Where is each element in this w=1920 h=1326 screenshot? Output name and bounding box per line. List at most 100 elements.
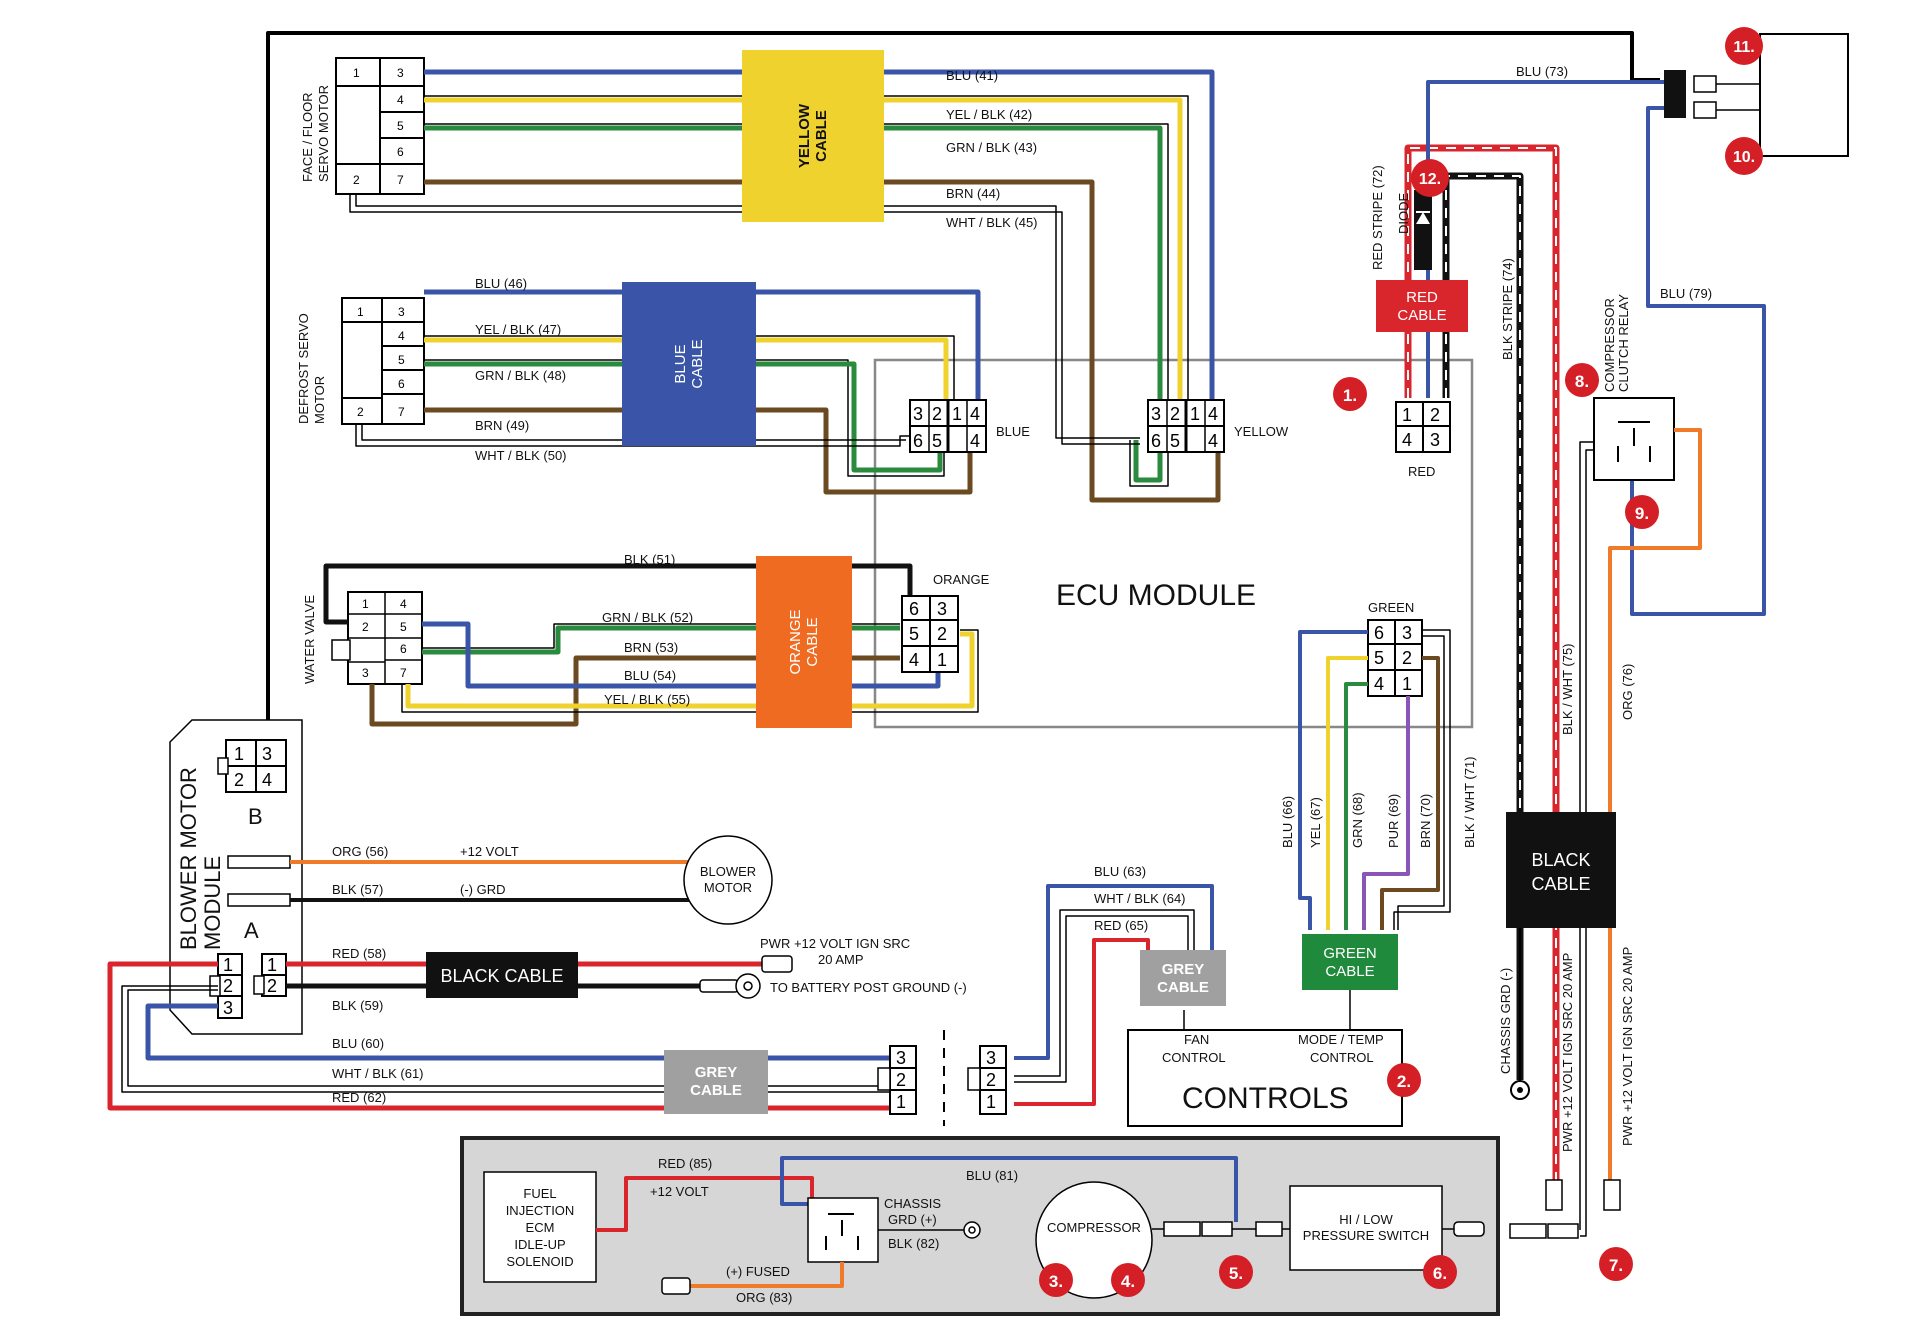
svg-text:RED: RED bbox=[1406, 289, 1438, 306]
svg-text:5: 5 bbox=[400, 620, 407, 634]
wire-wht-blk-61 bbox=[127, 989, 890, 1087]
face-floor-servo-motor: 1 3 4 5 6 2 7 FACE / FLOOR SERVO MOTOR bbox=[300, 57, 425, 195]
callout-11: 11. bbox=[1725, 27, 1763, 65]
svg-text:CONTROL: CONTROL bbox=[1310, 1050, 1374, 1065]
svg-text:DIODE: DIODE bbox=[1396, 193, 1411, 235]
svg-text:2: 2 bbox=[896, 1070, 906, 1090]
svg-text:BLU (63): BLU (63) bbox=[1094, 864, 1146, 879]
svg-text:3: 3 bbox=[1151, 404, 1161, 424]
svg-text:PUR (69): PUR (69) bbox=[1386, 794, 1401, 848]
svg-text:ECM: ECM bbox=[526, 1220, 555, 1235]
svg-text:1: 1 bbox=[952, 404, 962, 424]
water-valve: 1 4 2 5 6 3 7 WATER VALVE bbox=[302, 591, 423, 685]
svg-text:BLUE: BLUE bbox=[996, 424, 1030, 439]
svg-text:5: 5 bbox=[1170, 431, 1180, 451]
black-cable bbox=[1506, 812, 1616, 928]
svg-text:YELLOW: YELLOW bbox=[796, 103, 813, 168]
svg-text:4: 4 bbox=[1208, 404, 1218, 424]
svg-text:PWR +12 VOLT IGN SRC: PWR +12 VOLT IGN SRC bbox=[760, 936, 910, 951]
callout-5: 5. bbox=[1219, 1255, 1253, 1289]
svg-text:2: 2 bbox=[267, 976, 277, 996]
svg-text:1: 1 bbox=[267, 955, 277, 975]
svg-text:6: 6 bbox=[1374, 623, 1384, 643]
controls-module bbox=[1127, 1029, 1403, 1127]
svg-text:2: 2 bbox=[937, 624, 947, 644]
svg-text:RED (58): RED (58) bbox=[332, 946, 386, 961]
svg-text:BLACK CABLE: BLACK CABLE bbox=[440, 966, 563, 986]
svg-text:CABLE: CABLE bbox=[813, 110, 830, 162]
svg-text:BLU (73): BLU (73) bbox=[1516, 64, 1568, 79]
svg-text:2: 2 bbox=[362, 620, 369, 634]
svg-text:GRN / BLK (52): GRN / BLK (52) bbox=[602, 610, 693, 625]
svg-text:SOLENOID: SOLENOID bbox=[506, 1254, 573, 1269]
red-connector: 1 4 2 3 bbox=[1395, 401, 1451, 453]
svg-text:(+) FUSED: (+) FUSED bbox=[726, 1264, 790, 1279]
wire-blu-60 bbox=[145, 1003, 890, 1061]
wire-pur-69 bbox=[1362, 696, 1410, 930]
svg-text:2: 2 bbox=[1430, 405, 1440, 425]
svg-text:CHASSIS: CHASSIS bbox=[884, 1196, 941, 1211]
grey-cable-fan bbox=[1140, 950, 1226, 1006]
wire-brn-70 bbox=[1380, 656, 1440, 930]
svg-text:ORG (76): ORG (76) bbox=[1620, 664, 1635, 720]
svg-text:1: 1 bbox=[357, 305, 364, 319]
wire-org-83 bbox=[688, 1262, 844, 1288]
svg-text:CABLE: CABLE bbox=[690, 1082, 742, 1099]
yellow-connector: 3 2 1 4 6 5 4 bbox=[1147, 399, 1225, 453]
svg-text:WATER VALVE: WATER VALVE bbox=[302, 595, 317, 684]
fuel-injection-ecm bbox=[483, 1171, 597, 1283]
blue-cable bbox=[622, 282, 756, 446]
svg-text:IDLE-UP: IDLE-UP bbox=[514, 1237, 565, 1252]
svg-text:BLU (54): BLU (54) bbox=[624, 668, 676, 683]
svg-text:+12 VOLT: +12 VOLT bbox=[650, 1184, 709, 1199]
svg-text:7: 7 bbox=[397, 173, 404, 187]
svg-text:GRN / BLK (43): GRN / BLK (43) bbox=[946, 140, 1037, 155]
svg-text:GRN (68): GRN (68) bbox=[1350, 792, 1365, 848]
svg-text:4: 4 bbox=[909, 650, 919, 670]
svg-text:FACE / FLOOR: FACE / FLOOR bbox=[300, 92, 315, 182]
svg-text:BLU (60): BLU (60) bbox=[332, 1036, 384, 1051]
svg-text:4: 4 bbox=[970, 431, 980, 451]
wire-blu-54 bbox=[422, 621, 941, 689]
svg-text:2: 2 bbox=[986, 1070, 996, 1090]
svg-text:BLOWER MOTOR: BLOWER MOTOR bbox=[176, 767, 201, 950]
svg-text:9.: 9. bbox=[1635, 504, 1649, 523]
svg-text:8.: 8. bbox=[1575, 372, 1589, 391]
blower-motor bbox=[683, 835, 773, 925]
svg-text:7: 7 bbox=[398, 405, 405, 419]
svg-text:BLK (59): BLK (59) bbox=[332, 998, 383, 1013]
svg-text:BRN (44): BRN (44) bbox=[946, 186, 1000, 201]
grey-cable-blower bbox=[664, 1050, 768, 1114]
wire-blu-41 bbox=[424, 69, 1215, 430]
svg-text:6.: 6. bbox=[1433, 1264, 1447, 1283]
wire-yel-67 bbox=[1326, 656, 1368, 930]
svg-text:PRESSURE SWITCH: PRESSURE SWITCH bbox=[1303, 1228, 1429, 1243]
svg-text:ORG (83): ORG (83) bbox=[736, 1290, 792, 1305]
svg-text:YEL (67): YEL (67) bbox=[1308, 797, 1323, 848]
svg-text:MOTOR: MOTOR bbox=[312, 376, 327, 424]
svg-text:1: 1 bbox=[234, 744, 244, 764]
svg-text:WHT / BLK (45): WHT / BLK (45) bbox=[946, 215, 1038, 230]
callout-2: 2. bbox=[1387, 1063, 1421, 1097]
svg-text:CHASSIS GRD (-): CHASSIS GRD (-) bbox=[1498, 968, 1513, 1074]
svg-text:2.: 2. bbox=[1397, 1072, 1411, 1091]
svg-text:TO BATTERY POST GROUND (-): TO BATTERY POST GROUND (-) bbox=[770, 980, 967, 995]
svg-text:MODE / TEMP: MODE / TEMP bbox=[1298, 1032, 1384, 1047]
svg-text:PWR +12 VOLT IGN SRC 20 AMP: PWR +12 VOLT IGN SRC 20 AMP bbox=[1620, 947, 1635, 1146]
wire-wht-blk-64 bbox=[1014, 909, 1195, 1077]
svg-text:BLU (41): BLU (41) bbox=[946, 68, 998, 83]
svg-text:PWR +12 VOLT IGN SRC 20 AMP: PWR +12 VOLT IGN SRC 20 AMP bbox=[1560, 953, 1575, 1152]
blue-connector: 3 2 1 4 6 5 4 bbox=[909, 399, 987, 453]
wire-blu-81 bbox=[780, 1156, 1238, 1222]
callout-8: 8. bbox=[1565, 363, 1599, 397]
svg-text:WHT / BLK (50): WHT / BLK (50) bbox=[475, 448, 567, 463]
yellow-cable bbox=[742, 50, 884, 222]
top-right-component bbox=[1759, 33, 1849, 157]
svg-text:COMPRESSOR: COMPRESSOR bbox=[1047, 1220, 1141, 1235]
svg-text:GREEN: GREEN bbox=[1323, 945, 1376, 962]
svg-text:BLU (66): BLU (66) bbox=[1280, 796, 1295, 848]
svg-text:4.: 4. bbox=[1121, 1272, 1135, 1291]
svg-text:5: 5 bbox=[909, 624, 919, 644]
green-connector: 6 3 5 2 4 1 bbox=[1367, 619, 1423, 697]
svg-text:B: B bbox=[248, 804, 263, 829]
